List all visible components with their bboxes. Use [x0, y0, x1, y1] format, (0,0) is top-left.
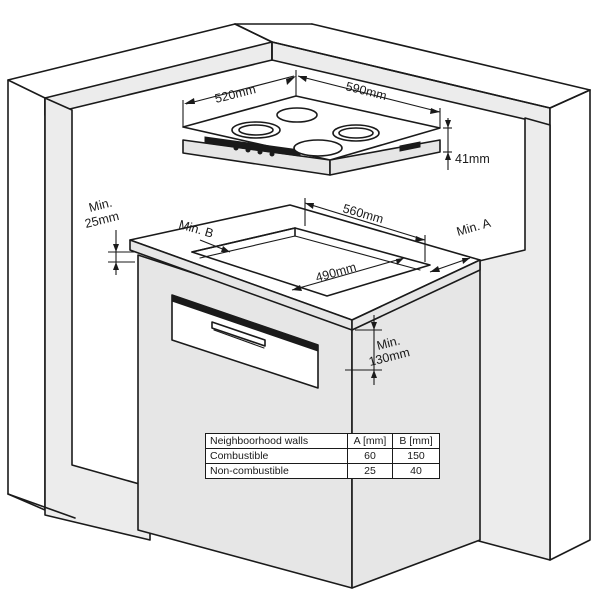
- table-header: Neighboorhood walls: [205, 433, 348, 449]
- table-cell: Non-combustible: [205, 463, 348, 479]
- right-wall: [234, 23, 591, 561]
- table-cell: 40: [392, 463, 440, 479]
- label-min-130-line1: Min.: [375, 334, 401, 353]
- table-cell: 25: [347, 463, 393, 479]
- table-header-row: Neighboorhood walls A [mm] B [mm]: [205, 433, 440, 449]
- table-row: Combustible 60 150: [205, 448, 440, 464]
- clearance-table: Neighboorhood walls A [mm] B [mm] Combus…: [205, 433, 440, 479]
- countertop: [129, 204, 481, 331]
- burner-icon: [293, 139, 343, 157]
- label-min-a: Min. A: [455, 216, 493, 239]
- label-hob-width: 520mm: [213, 82, 257, 106]
- table-cell: 150: [392, 448, 440, 464]
- cabinet: [137, 254, 481, 589]
- table-header: A [mm]: [347, 433, 393, 449]
- control-knob-icon: [233, 145, 239, 151]
- label-min-25-line2: 25mm: [83, 209, 120, 231]
- label-hob-height: 41mm: [455, 152, 490, 166]
- table-cell: Combustible: [205, 448, 348, 464]
- label-min-25-line1: Min.: [87, 196, 113, 215]
- table-header: B [mm]: [392, 433, 440, 449]
- burner-icon: [276, 107, 318, 123]
- left-wall: [7, 23, 273, 541]
- dimension-lines: [108, 70, 471, 385]
- drawer-handle-icon: [211, 321, 266, 347]
- table-row: Non-combustible 25 40: [205, 463, 440, 479]
- hob: [182, 95, 441, 176]
- table-cell: 60: [347, 448, 393, 464]
